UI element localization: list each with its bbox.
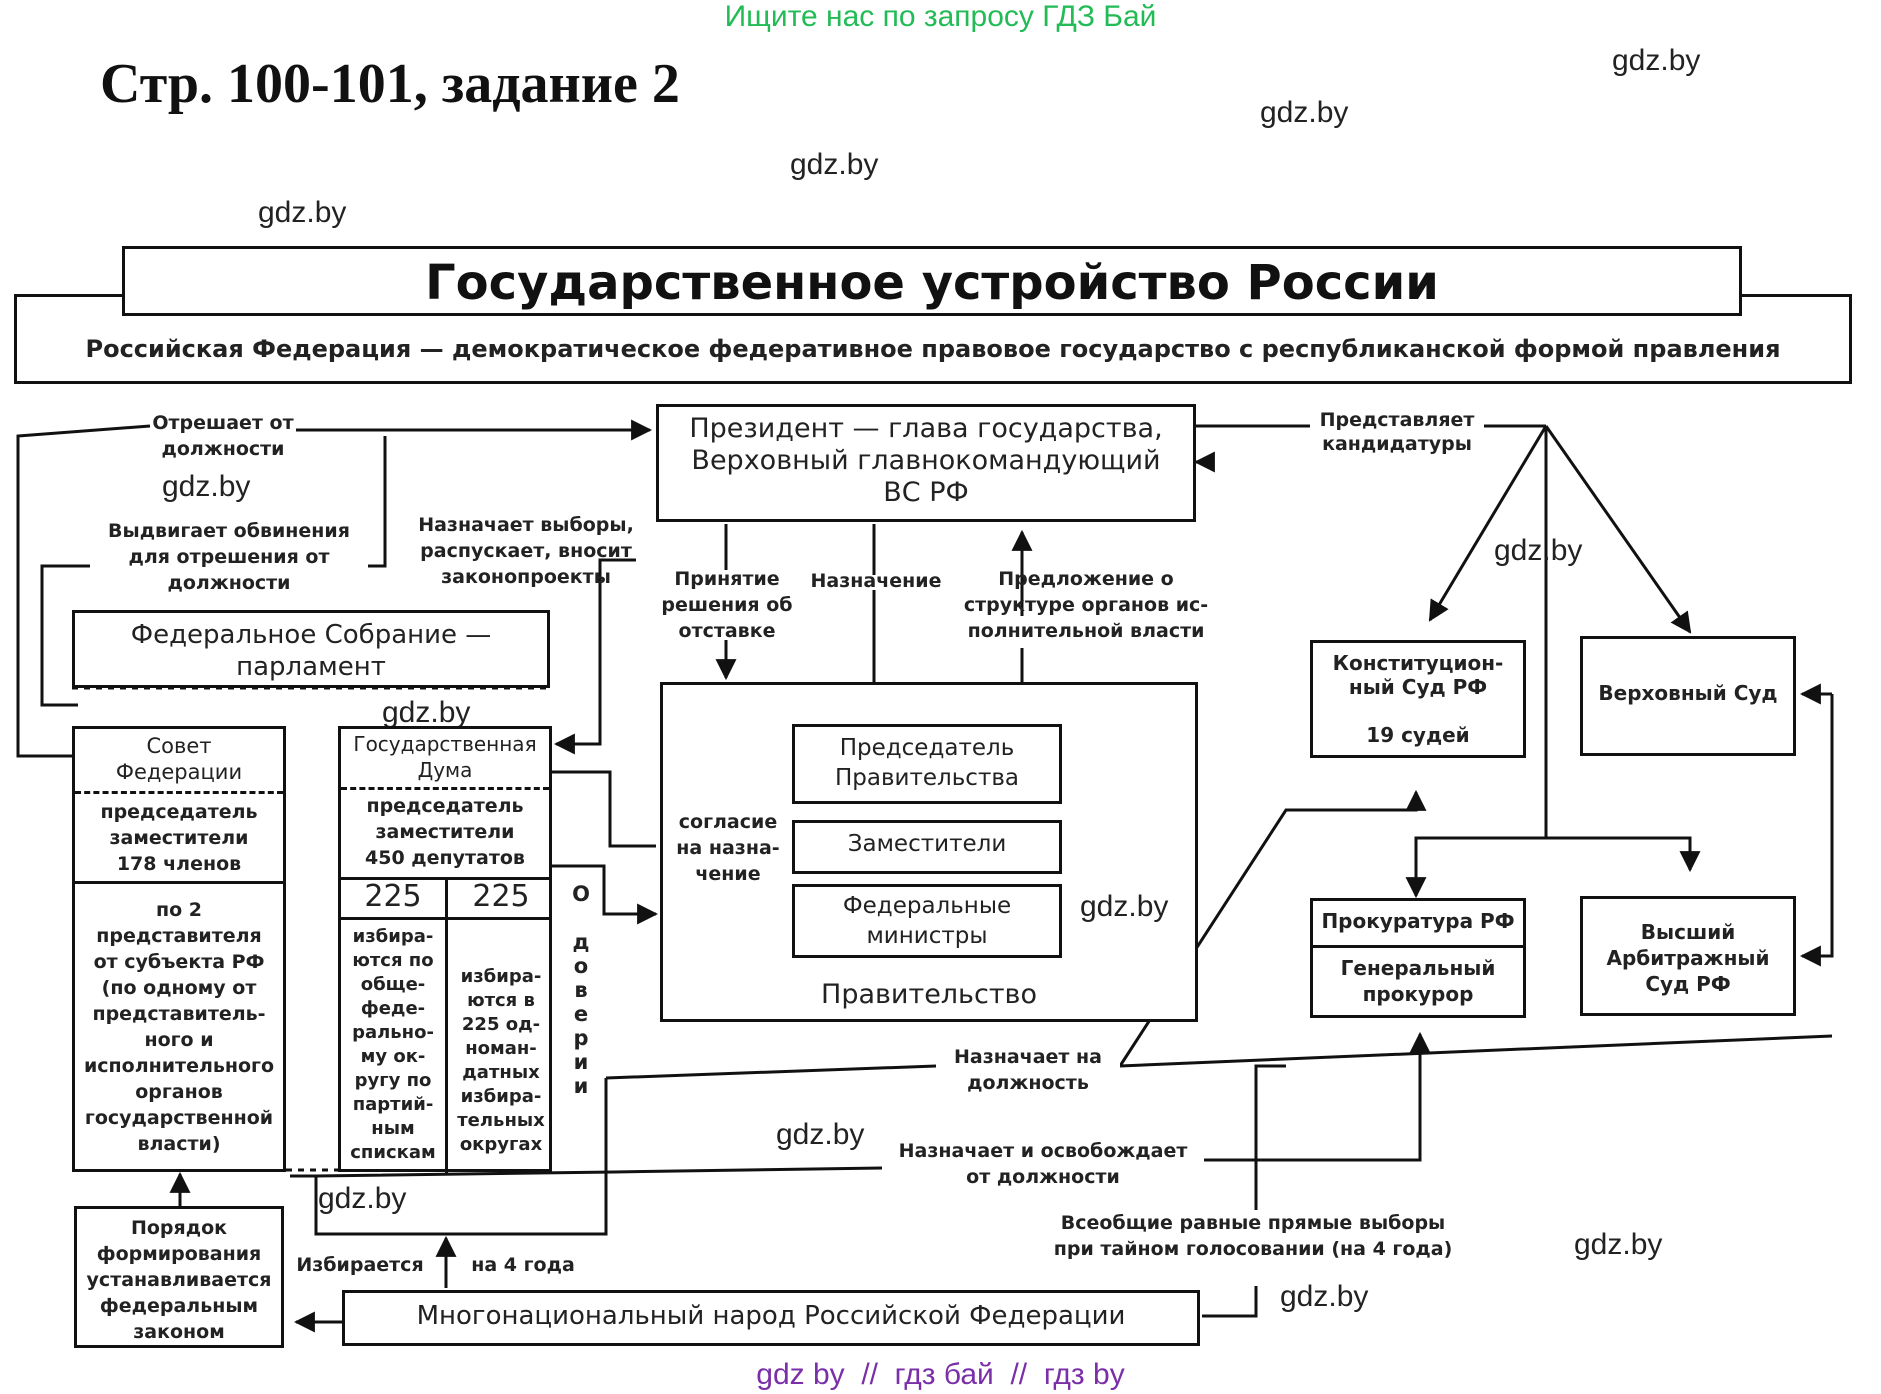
diagram-subtitle: Российская Федерация — демократическое ф…	[85, 335, 1781, 363]
duma-divider-3	[341, 917, 549, 920]
duma-right-count: 225	[472, 879, 530, 914]
supreme-court-box: Верховный Суд	[1580, 636, 1796, 756]
government-name: Правительство	[821, 979, 1037, 1010]
label-resignation: Принятие решения об отставке	[661, 568, 793, 642]
government-deputies: Заместители	[847, 831, 1007, 857]
constitutional-court: Конституцион- ный Суд РФ 19 судей	[1332, 651, 1504, 747]
federation-council-box: Совет Федерации председатель заместители…	[72, 726, 286, 1172]
people-box: Многонациональный народ Российской Федер…	[342, 1290, 1200, 1346]
arbitration-court-box: Высший Арбитражный Суд РФ	[1580, 896, 1796, 1016]
watermark: gdz.by	[790, 148, 879, 181]
duma-members: председатель заместители 450 депутатов	[365, 795, 525, 869]
government-deputies-box: Заместители	[792, 820, 1062, 874]
watermark: gdz.by	[318, 1182, 407, 1215]
people-text: Многонациональный народ Российской Федер…	[416, 1301, 1126, 1331]
label-elections: Всеобщие равные прямые выборы при тайном…	[1030, 1210, 1476, 1262]
prosecutor-box: Прокуратура РФ Генеральный прокурор	[1310, 898, 1526, 1018]
watermark: gdz.by	[162, 470, 251, 503]
page-title: Стр. 100-101, задание 2	[100, 53, 680, 115]
prosecutor-office: Прокуратура РФ	[1321, 909, 1515, 933]
government-chairman: Председатель Правительства	[835, 735, 1019, 791]
duma-left-desc: избира- ются по обще- феде- рально- му о…	[350, 926, 436, 1163]
watermark: gdz.by	[382, 696, 471, 729]
label-accusation: Выдвигает обвинения для отрешения от дол…	[108, 520, 350, 594]
parliament-box: Федеральное Собрание — парламент	[72, 610, 550, 688]
watermark: gdz.by	[258, 196, 347, 229]
president-text: Президент — глава государства, Верховный…	[689, 413, 1163, 508]
duma-name: Государственная Дума	[353, 732, 537, 782]
label-appoints-and-releases: Назначает и освобождает от должности	[882, 1138, 1204, 1190]
president-box: Президент — глава государства, Верховный…	[656, 404, 1196, 522]
watermark: gdz.by	[1280, 1280, 1369, 1313]
council-members: председатель заместители 178 членов	[100, 801, 258, 875]
watermark: gdz.by	[1574, 1228, 1663, 1261]
duma-divider	[341, 787, 549, 790]
watermark: gdz.by	[776, 1118, 865, 1151]
diagram-title-box: Государственное устройство России	[122, 246, 1742, 316]
label-dismisses: Отрешает от должности	[152, 412, 294, 460]
footer-links: gdz by // гдз бай // гдз by	[756, 1358, 1125, 1391]
parliament-text: Федеральное Собрание — парламент	[130, 620, 492, 682]
duma-right-desc: избира- ются в 225 од- номан- датных изб…	[457, 966, 545, 1155]
formation-order-box: Порядок формирования устанавливается фед…	[74, 1206, 284, 1348]
label-appointment: Назначение	[810, 570, 942, 592]
diagram-title: Государственное устройство России	[425, 255, 1439, 311]
prosecutor-divider	[1313, 945, 1523, 948]
government-ministers: Федеральные министры	[842, 893, 1012, 949]
formation-order: Порядок формирования устанавливается фед…	[86, 1217, 272, 1343]
constitutional-court-box: Конституцион- ный Суд РФ 19 судей	[1310, 640, 1526, 758]
duma-column-divider	[445, 877, 448, 1173]
prosecutor-general: Генеральный прокурор	[1340, 956, 1496, 1006]
council-formation: по 2 представителя от субъекта РФ (по од…	[83, 899, 275, 1155]
arbitration-court: Высший Арбитражный Суд РФ	[1606, 920, 1770, 996]
label-elected: Избирается	[296, 1254, 424, 1276]
duma-left-count: 225	[364, 879, 422, 914]
watermark: gdz.by	[1494, 534, 1583, 567]
government-ministers-box: Федеральные министры	[792, 884, 1062, 958]
label-structure-proposal: Предложение о структуре органов ис- полн…	[963, 568, 1209, 642]
supreme-court: Верховный Суд	[1598, 681, 1778, 705]
council-divider	[75, 791, 283, 794]
council-name: Совет Федерации	[115, 734, 243, 784]
watermark: gdz.by	[1612, 44, 1701, 77]
state-duma-box: Государственная Дума председатель замест…	[338, 726, 552, 1173]
label-calls-elections: Назначает выборы, распускает, вносит зак…	[418, 514, 634, 588]
watermark: gdz.by	[1080, 890, 1169, 923]
label-presents-candidates: Представляет кандидатуры	[1319, 409, 1475, 455]
watermark: gdz.by	[1260, 96, 1349, 129]
council-divider-2	[75, 881, 283, 884]
promo-text: Ищите нас по запросу ГДЗ Бай	[724, 0, 1157, 33]
government-chairman-box: Председатель Правительства	[792, 724, 1062, 804]
label-four-years: на 4 года	[471, 1254, 575, 1276]
label-appoints-to-office: Назначает на должность	[936, 1044, 1120, 1096]
label-confidence: О д о в е р и и	[572, 882, 590, 1098]
label-consent: согласие на назна- чение	[676, 811, 780, 885]
